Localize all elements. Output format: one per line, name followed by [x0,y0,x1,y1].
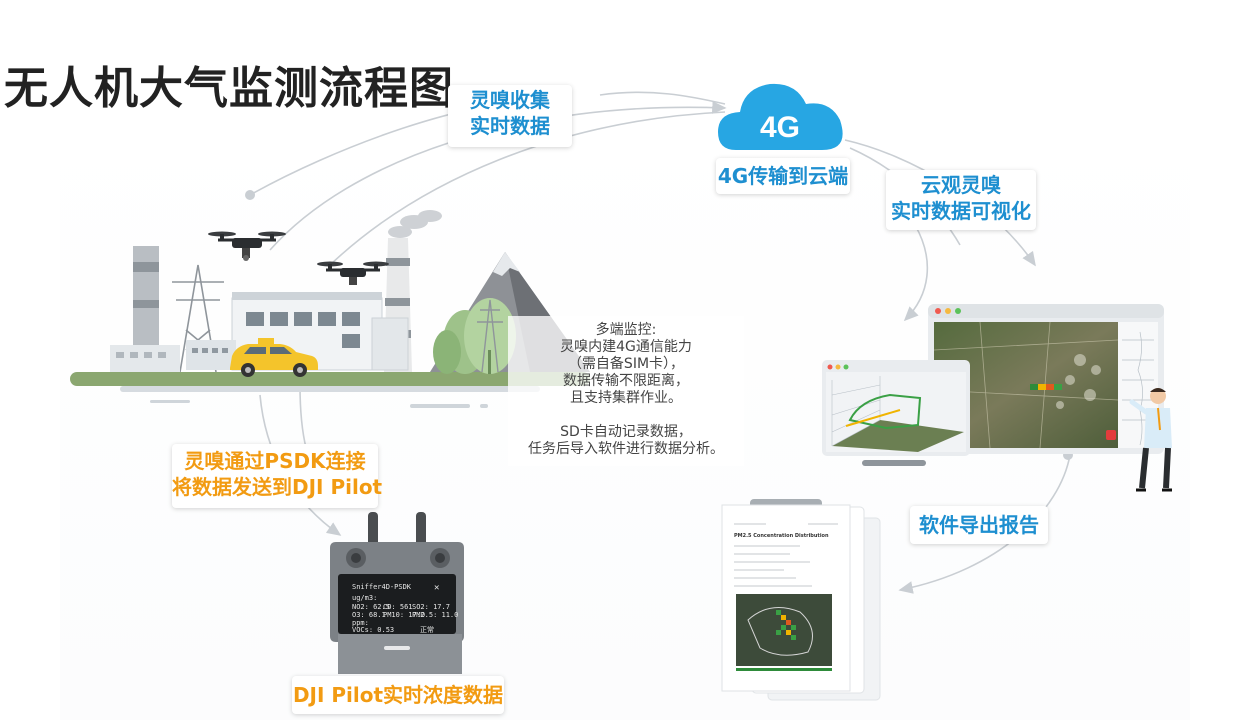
monitoring-note: 多端监控: 灵嗅内建4G通信能力 （需自备SIM卡）， 数据传输不限距离， 且支… [508,316,744,466]
label-visualize-line1: 云观灵嗅 [921,173,1001,197]
rc-app-name: Sniffer4D-PSDK [352,583,412,591]
note-line: 且支持集群作业。 [570,390,682,406]
rc-o3: O3: 68.1 [352,611,386,619]
4g-cloud-icon: 4G [718,83,843,150]
label-psdk-line2: 将数据发送到DJI Pilot [172,475,383,499]
label-cloud-transfer: 4G传输到云端 [716,158,850,194]
note-line: （需自备SIM卡）， [567,356,685,372]
presenter-person [1129,388,1172,492]
rc-co: CO: 561 [383,603,413,611]
note-line: 灵嗅内建4G通信能力 [560,339,692,355]
rc-close-icon[interactable]: ✕ [434,583,439,593]
label-export-report: 软件导出报告 [910,506,1048,544]
label-pilot-data: DJI Pilot实时浓度数据 [292,676,504,714]
report-heading: PM2.5 Concentration Distribution [734,533,829,539]
label-collect-line1: 灵嗅收集 [470,88,550,112]
page-title: 无人机大气监测流程图 [4,63,454,114]
label-visualize: 云观灵嗅 实时数据可视化 [886,170,1036,230]
label-psdk-line1: 灵嗅通过PSDK连接 [184,449,366,473]
rc-vocs: VOCs: 0.53 [352,626,394,634]
rc-pm25: PM2.5: 11.0 [412,611,458,619]
taxi [230,338,318,377]
label-collect-line2: 实时数据 [470,114,550,138]
label-psdk: 灵嗅通过PSDK连接 将数据发送到DJI Pilot [172,444,383,508]
drone-1-icon [208,231,286,261]
industrial-scene [70,210,590,408]
rc-unit-ugm3: ug/m3: [352,594,377,602]
rc-unit-ppm: ppm: [352,619,369,627]
rc-no2: NO2: 62.5 [352,603,390,611]
note-line: 数据传输不限距离， [563,373,689,389]
report-document: PM2.5 Concentration Distribution [721,499,881,701]
rc-pm10: PM10: 17.0 [383,611,425,619]
note-line: SD卡自动记录数据， [560,424,692,440]
label-collect-data: 灵嗅收集 实时数据 [448,85,572,147]
label-visualize-line2: 实时数据可视化 [891,199,1031,223]
monitor-3d [822,360,970,466]
drone-2-icon [317,261,389,285]
cloud-text: 4G [760,111,800,144]
dji-rc-controller: Sniffer4D-PSDK ✕ ug/m3: NO2: 62.5 CO: 56… [330,512,464,674]
rc-status: 正常 [420,625,434,634]
note-line: 多端监控: [595,322,657,338]
note-line: 任务后导入软件进行数据分析。 [528,441,724,457]
rc-so2: SO2: 17.7 [412,603,450,611]
